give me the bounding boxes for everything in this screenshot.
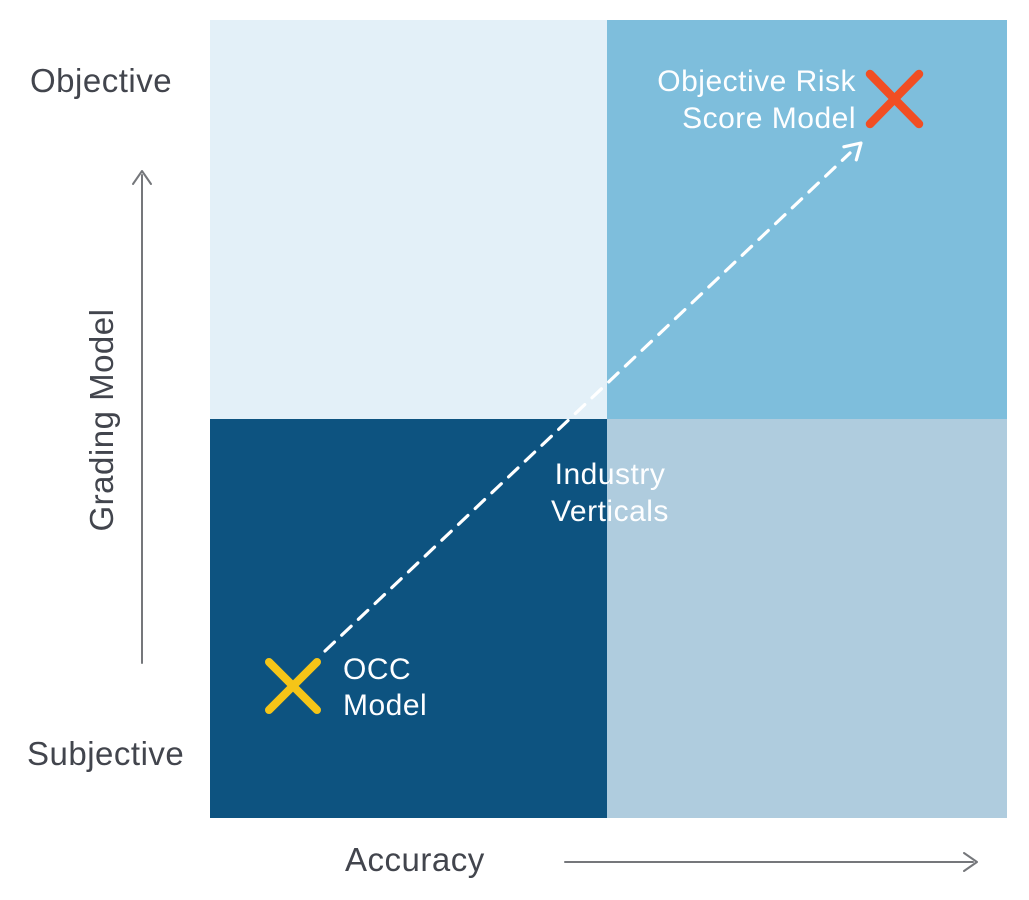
trajectory-arrowhead-icon xyxy=(842,141,863,162)
industry-verticals-line2: Verticals xyxy=(551,495,669,528)
industry-verticals-annotation: Industry Verticals xyxy=(500,456,720,530)
quadrant-bottom-right xyxy=(607,419,1007,818)
quadrant-top-left xyxy=(210,20,607,419)
y-axis-arrow xyxy=(132,170,152,664)
objective-risk-label-line2: Score Model xyxy=(682,102,856,135)
y-axis-top-label: Objective xyxy=(30,62,173,99)
y-axis-arrowhead-icon xyxy=(132,170,152,185)
trajectory-dashed-arrow xyxy=(323,141,863,653)
x-axis-arrowhead-icon xyxy=(963,852,978,872)
industry-verticals-line1: Industry xyxy=(554,458,666,491)
objective-risk-label-line1: Objective Risk xyxy=(657,65,856,98)
quadrant-bottom-left xyxy=(210,419,607,818)
occ-model-label-line1: OCC xyxy=(343,653,412,686)
x-axis-title: Accuracy xyxy=(345,841,485,878)
objective-risk-score-model-label: Objective Risk Score Model xyxy=(657,63,856,137)
occ-model-label-line2: Model xyxy=(343,689,428,722)
objective-risk-x-marker-icon xyxy=(865,69,924,129)
quadrant-top-right xyxy=(607,20,1007,419)
y-axis-title: Grading Model xyxy=(83,308,120,532)
occ-model-x-marker-icon xyxy=(265,658,321,714)
x-axis-arrow xyxy=(564,852,978,872)
y-axis-bottom-label: Subjective xyxy=(27,735,185,772)
occ-model-label: OCC Model xyxy=(343,652,427,724)
